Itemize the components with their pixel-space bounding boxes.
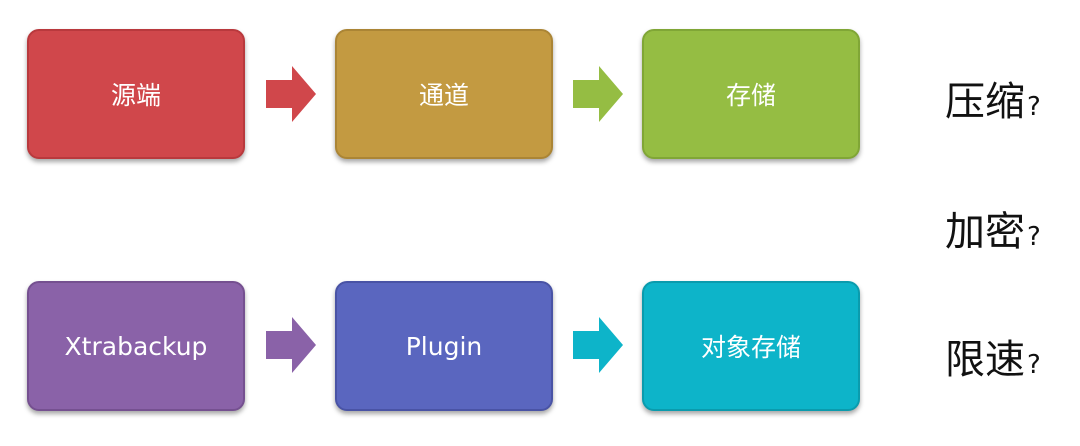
right-arrow-icon bbox=[573, 317, 623, 373]
flow-box-label: 对象存储 bbox=[700, 333, 801, 362]
question-text: 加密 bbox=[945, 209, 1025, 255]
question-compression: 压缩? bbox=[945, 82, 1041, 122]
flow-box-storage: 存储 bbox=[642, 29, 860, 159]
right-arrow-icon bbox=[266, 66, 316, 122]
question-mark: ? bbox=[1027, 222, 1041, 252]
flow-box-object-storage: 对象存储 bbox=[642, 281, 860, 411]
right-arrow-icon bbox=[266, 317, 316, 373]
flow-box-channel: 通道 bbox=[335, 29, 553, 159]
question-encryption: 加密? bbox=[945, 212, 1041, 252]
flow-box-xtrabackup: Xtrabackup bbox=[27, 281, 245, 411]
question-text: 压缩 bbox=[945, 79, 1025, 125]
flow-box-source: 源端 bbox=[27, 29, 245, 159]
flow-box-label: 源端 bbox=[110, 81, 161, 110]
flow-box-plugin: Plugin bbox=[335, 281, 553, 411]
question-mark: ? bbox=[1027, 350, 1041, 380]
flow-box-label: Plugin bbox=[405, 331, 483, 361]
flow-box-label: 通道 bbox=[418, 81, 469, 110]
flow-box-label: 存储 bbox=[725, 81, 776, 110]
question-rate-limit: 限速? bbox=[945, 340, 1041, 380]
right-arrow-icon bbox=[573, 66, 623, 122]
flow-box-label: Xtrabackup bbox=[64, 331, 208, 361]
question-mark: ? bbox=[1027, 92, 1041, 122]
question-text: 限速 bbox=[945, 337, 1025, 383]
